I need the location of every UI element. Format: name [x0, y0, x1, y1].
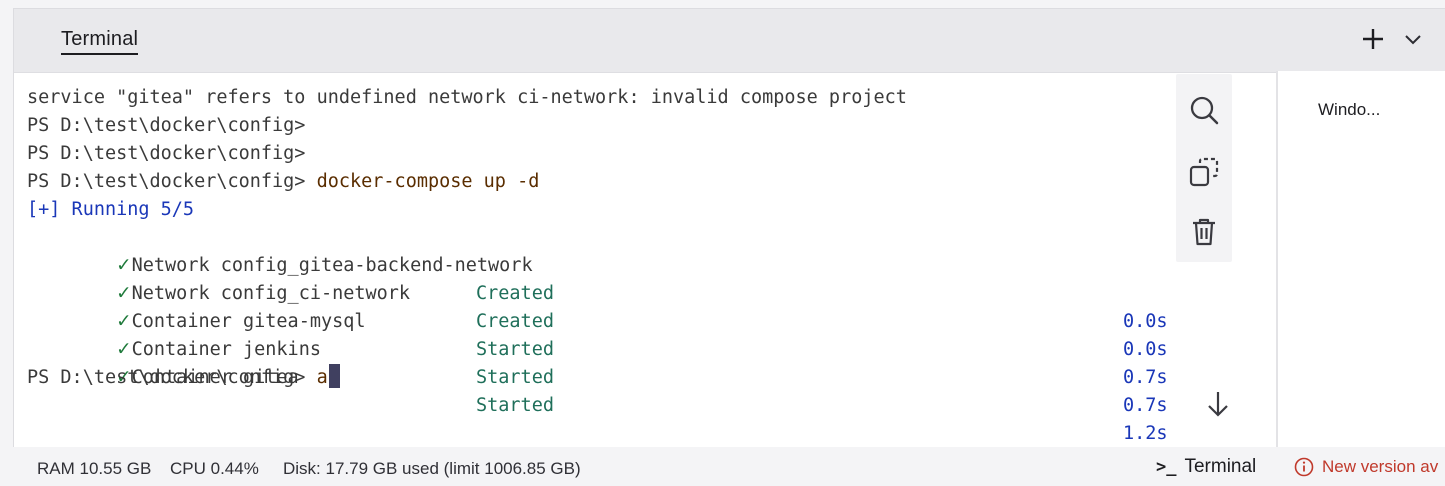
task-time: 0.0s [1123, 339, 1168, 360]
task-name: Container gitea [131, 367, 299, 388]
disk-usage: Disk: 17.79 GB used (limit 1006.85 GB) [283, 459, 581, 478]
ram-usage: RAM 10.55 GB [37, 459, 152, 478]
task-status: Started [476, 395, 554, 416]
arrow-down-icon[interactable] [1202, 388, 1234, 420]
window-top-edge [0, 0, 1445, 8]
trash-icon[interactable] [1188, 216, 1220, 248]
terminal-running-status: [+] Running 5/5 [27, 199, 195, 220]
task-name: Network config_ci-network [131, 283, 411, 304]
terminal-side-toolbar [1176, 74, 1232, 262]
pane-divider[interactable] [1276, 71, 1278, 447]
info-icon [1294, 457, 1314, 477]
check-icon: ✓ [116, 283, 132, 304]
task-name: Container jenkins [131, 339, 321, 360]
search-icon[interactable] [1188, 94, 1220, 126]
task-row: ✓Container jenkins Started 0.7s [27, 308, 1167, 416]
task-row: ✓Network config_gitea-backend-network Cr… [27, 224, 1167, 332]
tab-terminal[interactable]: Terminal [61, 28, 139, 55]
terminal-tab-bar: Terminal [14, 9, 1445, 73]
right-pane: Windo... [1278, 71, 1445, 447]
terminal-current-input[interactable]: a [316, 367, 328, 388]
terminal-prompt: PS D:\test\docker\config> [27, 171, 306, 192]
terminal-cursor [328, 364, 340, 388]
task-status: Started [476, 367, 554, 388]
new-version-label: New version av [1322, 457, 1439, 476]
check-icon: ✓ [116, 255, 132, 276]
terminal-input-line[interactable]: PS D:\test\docker\config> a [27, 364, 340, 392]
terminal-command: docker-compose up -d [316, 171, 540, 192]
terminal-line-error: service "gitea" refers to undefined netw… [27, 87, 907, 108]
task-time: 1.2s [1123, 423, 1168, 444]
tab-actions [1360, 26, 1424, 52]
task-time: 0.7s [1123, 367, 1168, 388]
chevron-down-icon[interactable] [1402, 28, 1424, 50]
task-row: ✓Container gitea-mysql Started 0.7s [27, 280, 1167, 388]
terminal-icon: >_ [1156, 457, 1177, 477]
terminal-panel: Terminal service "gitea" refers to undef… [13, 8, 1445, 447]
task-name: Container gitea-mysql [131, 311, 366, 332]
task-row: ✓Network config_ci-network Created 0.0s [27, 252, 1167, 360]
copy-icon[interactable] [1188, 156, 1220, 188]
check-icon: ✓ [116, 339, 132, 360]
terminal-prompt: PS D:\test\docker\config> [27, 115, 306, 136]
terminal-button[interactable]: >_ Terminal [1156, 456, 1256, 478]
task-status: Started [476, 339, 554, 360]
task-row: ✓Container gitea Started 1.2s [27, 336, 1167, 444]
plus-icon[interactable] [1360, 26, 1386, 52]
terminal-command-line: PS D:\test\docker\config> docker-compose… [27, 168, 539, 196]
check-icon: ✓ [116, 311, 132, 332]
status-bar: RAM 10.55 GB CPU 0.44% Disk: 17.79 GB us… [0, 447, 1445, 486]
cpu-usage: CPU 0.44% [170, 459, 259, 478]
right-pane-title[interactable]: Windo... [1318, 100, 1381, 119]
terminal-prompt: PS D:\test\docker\config> [27, 143, 306, 164]
task-name: Network config_gitea-backend-network [131, 255, 533, 276]
task-time: 0.7s [1123, 395, 1168, 416]
check-icon: ✓ [116, 367, 132, 388]
terminal-output[interactable]: service "gitea" refers to undefined netw… [15, 73, 1175, 447]
task-time: 0.0s [1123, 311, 1168, 332]
new-version-notice[interactable]: New version av [1294, 457, 1438, 477]
task-status: Created [476, 311, 554, 332]
terminal-button-label: Terminal [1184, 456, 1257, 477]
task-status: Created [476, 283, 554, 304]
terminal-prompt: PS D:\test\docker\config> [27, 367, 306, 388]
